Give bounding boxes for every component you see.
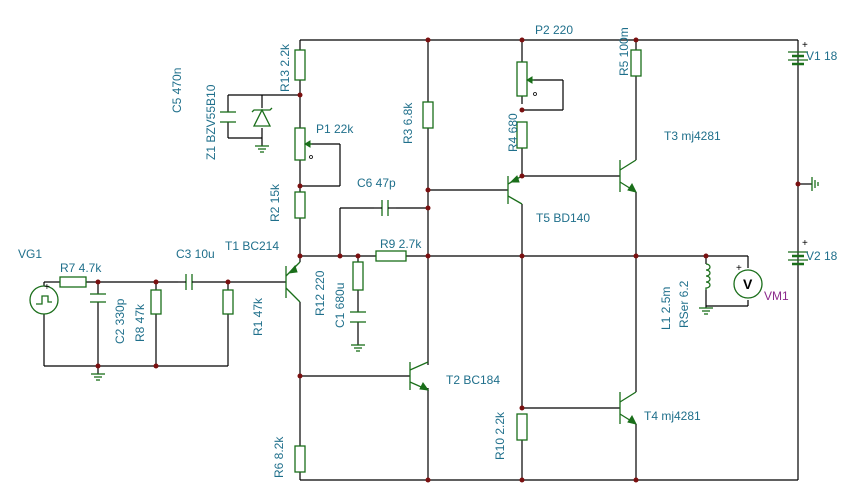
label-r10: R10 2.2k bbox=[493, 411, 507, 460]
label-t3: T3 mj4281 bbox=[664, 129, 721, 143]
capacitor-c6 bbox=[374, 200, 396, 216]
sine-source-icon bbox=[29, 285, 59, 315]
component-labels: R13 2.2k C5 470n Z1 BZV55B10 P1 22k R2 1… bbox=[18, 23, 838, 478]
resistor-r6 bbox=[294, 445, 306, 473]
label-r5: R5 100m bbox=[617, 27, 631, 76]
label-r2: R2 15k bbox=[268, 183, 282, 222]
label-c5: C5 470n bbox=[170, 68, 184, 113]
resistor-r12 bbox=[352, 261, 364, 291]
signal-generator-vg1: + bbox=[29, 282, 59, 315]
capacitor-c5 bbox=[220, 111, 236, 123]
resistor-r1 bbox=[222, 289, 234, 315]
label-r4: R4 680 bbox=[506, 113, 520, 152]
label-v1: V1 18 bbox=[806, 49, 838, 63]
label-t4: T4 mj4281 bbox=[644, 409, 701, 423]
capacitor-c2 bbox=[90, 293, 106, 303]
transistor-t1 bbox=[285, 261, 301, 303]
battery-v1: + bbox=[788, 40, 808, 66]
label-r8: R8 47k bbox=[133, 303, 147, 342]
label-r12: R12 220 bbox=[313, 270, 327, 316]
junction-dots bbox=[95, 37, 801, 483]
label-t1: T1 BC214 bbox=[225, 239, 279, 253]
transistor-t5 bbox=[507, 175, 523, 205]
label-c6: C6 47p bbox=[357, 176, 396, 190]
generator-plus-mark: + bbox=[44, 282, 50, 293]
label-l1: L1 2.5m bbox=[659, 287, 673, 330]
resistor-r10 bbox=[516, 413, 528, 441]
voltmeter-plus-mark: + bbox=[736, 263, 742, 274]
label-c2: C2 330p bbox=[113, 298, 127, 344]
resistor-r7 bbox=[59, 276, 87, 288]
resistor-r5 bbox=[630, 49, 642, 77]
zener-diode-z1 bbox=[251, 107, 273, 127]
potentiometer-p1 bbox=[294, 127, 313, 161]
voltmeter-symbol: V bbox=[743, 276, 753, 292]
label-t2: T2 BC184 bbox=[446, 373, 500, 387]
potentiometer-p2 bbox=[516, 61, 537, 97]
resistor-r2 bbox=[294, 191, 306, 219]
label-c3: C3 10u bbox=[176, 247, 215, 261]
wires bbox=[43, 39, 812, 481]
label-r9: R9 2.7k bbox=[380, 237, 422, 251]
transistor-t2 bbox=[409, 361, 430, 391]
voltmeter-icon bbox=[733, 269, 763, 299]
capacitors bbox=[90, 111, 396, 323]
voltmeter-vm1: V + bbox=[733, 263, 763, 299]
label-p1: P1 22k bbox=[316, 122, 354, 136]
capacitor-c3 bbox=[178, 274, 200, 290]
label-r6: R6 8.2k bbox=[272, 436, 286, 478]
resistor-r13 bbox=[294, 49, 306, 81]
label-r13: R13 2.2k bbox=[278, 43, 292, 92]
label-vm1: VM1 bbox=[764, 289, 789, 303]
resistor-r8 bbox=[150, 289, 162, 315]
inductor-l1 bbox=[705, 263, 711, 290]
capacitor-c1 bbox=[350, 311, 366, 323]
label-vg1: VG1 bbox=[18, 247, 42, 261]
ground-icon bbox=[811, 177, 819, 191]
resistor-r4 bbox=[516, 121, 528, 149]
ground-icon bbox=[255, 145, 269, 153]
battery-v2: + bbox=[788, 238, 808, 266]
transistor-t4 bbox=[619, 391, 637, 425]
label-c1: C1 680u bbox=[333, 283, 347, 328]
ground-symbols bbox=[91, 145, 819, 381]
battery-v1-plus-mark: + bbox=[802, 40, 808, 51]
label-r3: R3 6.8k bbox=[401, 102, 415, 144]
ground-icon bbox=[699, 307, 713, 315]
label-t5: T5 BD140 bbox=[536, 211, 590, 225]
ground-icon bbox=[91, 373, 105, 381]
label-rser: RSer 6.2 bbox=[677, 280, 691, 328]
label-p2: P2 220 bbox=[535, 23, 573, 37]
label-v2: V2 18 bbox=[806, 249, 838, 263]
battery-v2-plus-mark: + bbox=[802, 238, 808, 249]
label-r7: R7 4.7k bbox=[60, 261, 102, 275]
transistor-t3 bbox=[619, 159, 637, 193]
label-r1: R1 47k bbox=[251, 297, 265, 336]
label-z1: Z1 BZV55B10 bbox=[204, 84, 218, 160]
resistor-r9 bbox=[375, 250, 407, 262]
ground-icon bbox=[351, 344, 365, 352]
resistor-r3 bbox=[422, 101, 434, 129]
resistors bbox=[59, 49, 642, 473]
